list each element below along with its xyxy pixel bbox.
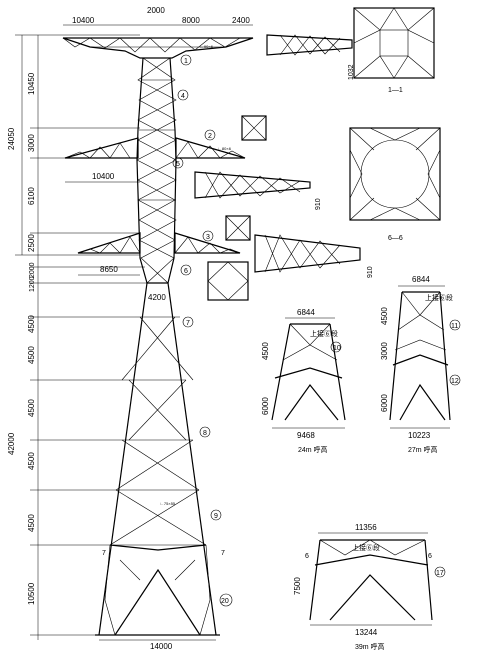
lower-crossarm xyxy=(77,232,241,254)
dim-seg-10450: 10450 xyxy=(27,72,36,95)
v39-joint-note: 上接⑥段 xyxy=(352,543,380,552)
detail-plan-upper xyxy=(207,115,267,301)
circle-callouts: 1 4 2 5 3 6 7 8 9 20 xyxy=(172,54,233,607)
v24-top-width: 6844 xyxy=(297,308,315,317)
v24-upper-height: 4500 xyxy=(261,342,270,360)
dim-waist-width: 4200 xyxy=(148,293,166,302)
v39-top-width: 11356 xyxy=(355,523,377,532)
variant-24m-drawing xyxy=(271,317,346,429)
v24-circle-label: 10 xyxy=(333,345,341,352)
tower-body xyxy=(95,282,220,636)
dim-base-width: 14000 xyxy=(150,642,173,651)
circle-8: 8 xyxy=(203,430,207,437)
dim-top-width-left: 10400 xyxy=(72,16,95,25)
arm-elevation-top xyxy=(266,34,353,56)
variant-39m-drawing xyxy=(309,532,446,626)
dim-seg-10500: 10500 xyxy=(27,582,36,605)
dim-lower-arm-width: 8650 xyxy=(100,265,118,274)
arm-elevation-middle xyxy=(194,171,311,199)
v39-bottom-width: 13244 xyxy=(355,628,378,637)
variant-27m-drawing xyxy=(389,285,461,429)
tower-head xyxy=(136,57,177,284)
v24-caption: 24m 呼高 xyxy=(298,445,328,454)
v27-top-width: 6844 xyxy=(412,275,430,284)
v39-height: 7500 xyxy=(293,577,302,595)
circle-9: 9 xyxy=(214,513,218,520)
dim-total-42000: 42000 xyxy=(7,432,16,455)
dim-seg-4500-d: 4500 xyxy=(27,452,36,470)
circle-6: 6 xyxy=(184,268,188,275)
dim-seg-2500: 2500 xyxy=(27,234,36,252)
circle-20: 20 xyxy=(221,598,229,605)
dim-seg-4500-c: 4500 xyxy=(27,399,36,417)
circle-5: 5 xyxy=(176,161,180,168)
dim-seg-4500-e: 4500 xyxy=(27,514,36,532)
v24-lower-height: 6000 xyxy=(261,397,270,415)
v39-circle-label: 17 xyxy=(436,570,444,577)
circle-1: 1 xyxy=(184,58,188,65)
member-spec-body: ∟75×55 xyxy=(160,501,176,506)
dim-seg-1200: 1200 xyxy=(29,276,36,292)
dim-top-right-end: 2400 xyxy=(232,16,250,25)
dim-arm-depth-910b: 910 xyxy=(367,266,374,278)
member-spec-mid: ∟80×6 xyxy=(218,146,232,151)
dim-seg-2000: 2000 xyxy=(29,262,36,278)
v27-joint-note: 上接⑥段 xyxy=(425,293,453,302)
v27-caption: 27m 呼高 xyxy=(408,445,438,454)
circle-4: 4 xyxy=(181,93,185,100)
section-label-1-1: 1—1 xyxy=(388,87,403,94)
section-label-6-6: 6—6 xyxy=(388,235,403,242)
member-tag-7-right: 7 xyxy=(221,550,225,557)
v24-joint-note: 上接⑥段 xyxy=(310,329,338,338)
v39-caption: 39m 呼高 xyxy=(355,642,385,651)
member-spec-top: ∟90×6 xyxy=(200,44,214,49)
dim-seg-3000: 3000 xyxy=(27,134,36,152)
dim-top-width-right: 8000 xyxy=(182,16,200,25)
dim-arm-depth-1032: 1032 xyxy=(348,64,355,80)
v27-upper-height: 4500 xyxy=(380,307,389,325)
v27-circle-a: 11 xyxy=(451,323,458,330)
dim-arm-depth-910a: 910 xyxy=(315,198,322,210)
v39-member-tag-right: 6 xyxy=(428,553,432,560)
left-dimension-lines xyxy=(15,34,147,640)
top-crossarm xyxy=(62,37,254,59)
circle-7: 7 xyxy=(186,320,190,327)
arm-elevation-lower xyxy=(254,234,361,273)
circle-2: 2 xyxy=(208,133,212,140)
v24-bottom-width: 9468 xyxy=(297,431,315,440)
middle-crossarm xyxy=(64,137,246,159)
dim-seg-4500-b: 4500 xyxy=(27,346,36,364)
dim-mid-arm-width: 10400 xyxy=(92,172,115,181)
dim-top-center: 2000 xyxy=(147,6,165,15)
section-6-6-view xyxy=(349,127,441,221)
dim-seg-4500-a: 4500 xyxy=(27,315,36,333)
v27-lower-height: 6000 xyxy=(380,394,389,412)
section-1-1-view xyxy=(353,7,435,79)
v39-member-tag-left: 6 xyxy=(305,553,309,560)
v27-bottom-width: 10223 xyxy=(408,431,431,440)
member-tag-7-left: 7 xyxy=(102,550,106,557)
v27-mid-height: 3000 xyxy=(380,342,389,360)
dim-seg-6100: 6100 xyxy=(27,187,36,205)
circle-3: 3 xyxy=(206,234,210,241)
v27-circle-b: 12 xyxy=(451,378,459,385)
dim-total-24050: 24050 xyxy=(7,127,16,150)
